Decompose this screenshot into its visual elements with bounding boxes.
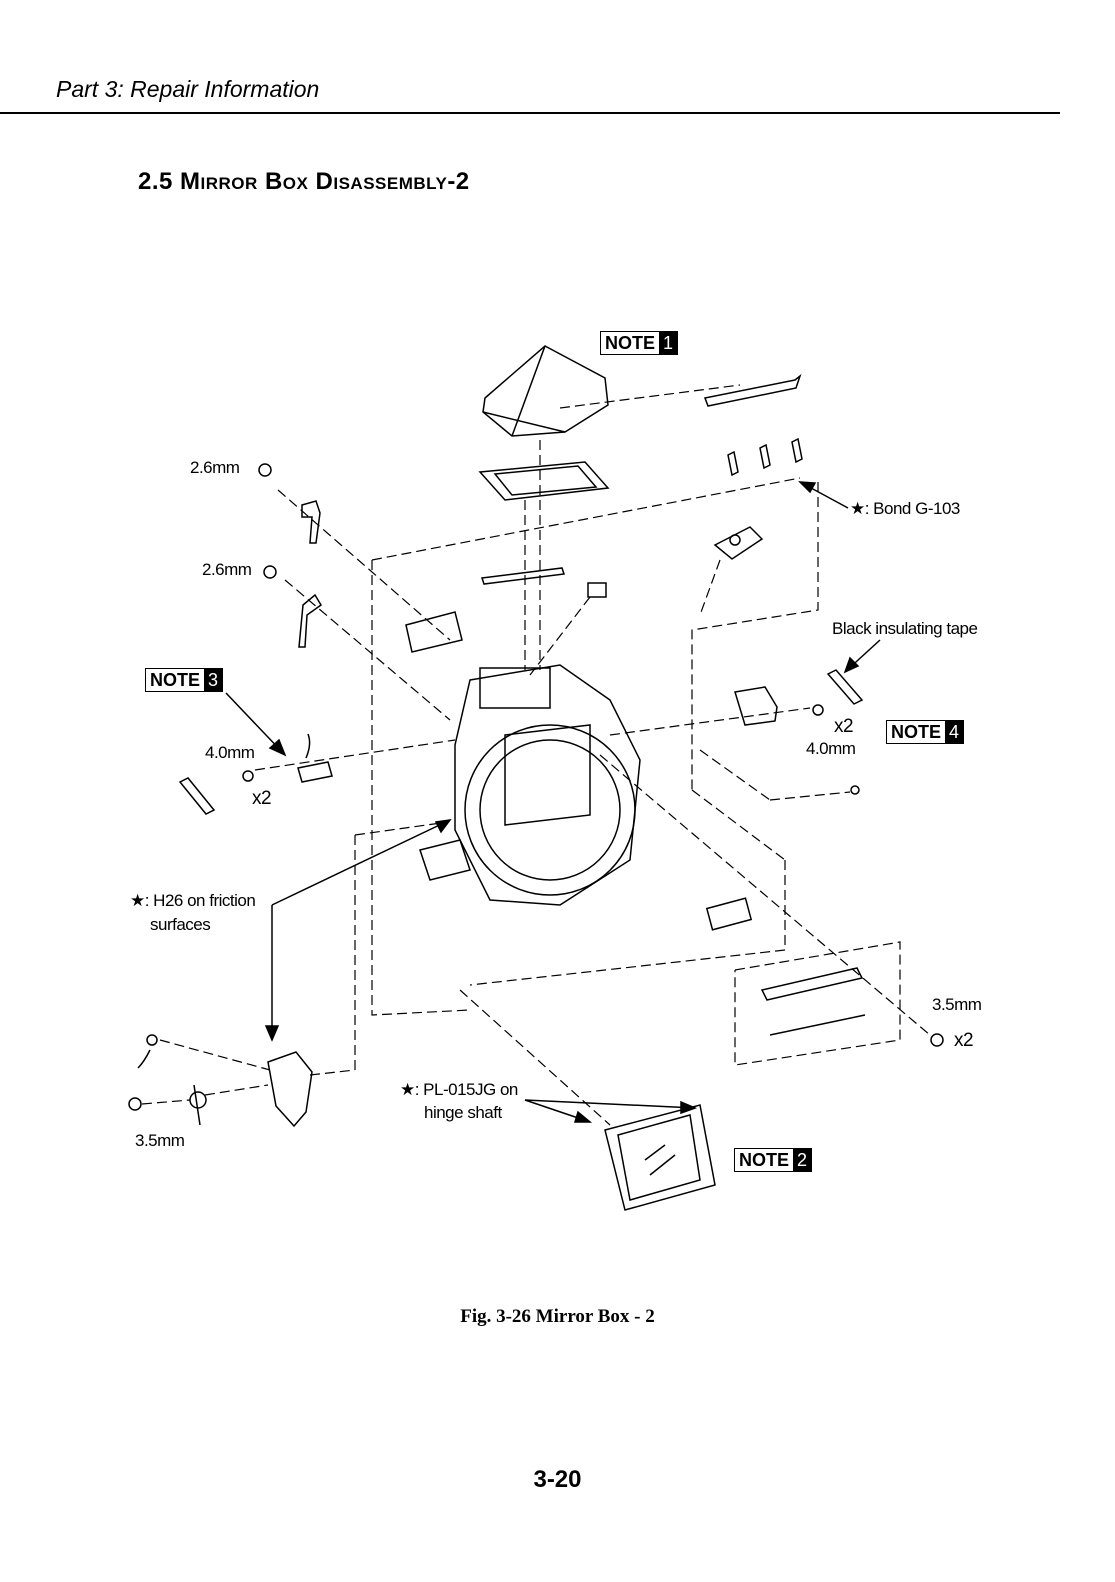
label-screw-3-5mm-left: 3.5mm <box>135 1131 184 1151</box>
lever-part <box>268 1052 312 1126</box>
label-x2-bottom-right: x2 <box>954 1030 973 1052</box>
screw-icon <box>813 705 823 715</box>
left-lever-part <box>298 734 332 782</box>
screw-icon <box>931 1034 943 1046</box>
label-screw-2-6mm-b: 2.6mm <box>202 560 251 580</box>
pentaprism-part <box>483 346 608 436</box>
label-screw-2-6mm-a: 2.6mm <box>190 458 239 478</box>
spring-parts <box>728 439 802 475</box>
label-h26-line2: surfaces <box>150 915 210 935</box>
screw-icon <box>851 786 859 794</box>
label-h26-line1: ★: H26 on friction <box>130 891 255 911</box>
strip-part <box>482 568 564 584</box>
screw-icon <box>264 566 276 578</box>
screen-frame-part <box>480 462 608 500</box>
label-pl-line2: hinge shaft <box>424 1103 502 1123</box>
main-mirror-part <box>605 1105 715 1210</box>
long-bracket-part <box>705 376 800 406</box>
bracket-left-a <box>302 501 320 543</box>
screw-icon <box>243 771 253 781</box>
label-screw-3-5mm-right: 3.5mm <box>932 995 981 1015</box>
gear-part <box>715 527 762 559</box>
figure-caption: Fig. 3-26 Mirror Box - 2 <box>0 1306 1115 1328</box>
mid-right-bracket <box>735 687 777 725</box>
bottom-right-bracket <box>762 968 865 1035</box>
label-screw-4-0mm-right: 4.0mm <box>806 739 855 759</box>
bottom-left-parts <box>129 1035 206 1125</box>
label-x2-left: x2 <box>252 788 271 810</box>
mirror-box-body <box>420 665 640 905</box>
screw-icon <box>259 464 271 476</box>
bracket-left-b <box>299 595 321 647</box>
insulating-tape-right <box>828 670 862 704</box>
plate-part <box>406 612 462 652</box>
right-small-block <box>707 898 751 930</box>
insulating-tape-left <box>180 778 214 814</box>
label-tape: Black insulating tape <box>832 619 977 639</box>
cube-part <box>588 583 606 597</box>
page-number: 3-20 <box>0 1466 1115 1494</box>
label-screw-4-0mm-left: 4.0mm <box>205 743 254 763</box>
label-bond: ★: Bond G-103 <box>850 499 960 519</box>
label-pl-line1: ★: PL-015JG on <box>400 1080 518 1100</box>
label-x2-right: x2 <box>834 716 853 738</box>
